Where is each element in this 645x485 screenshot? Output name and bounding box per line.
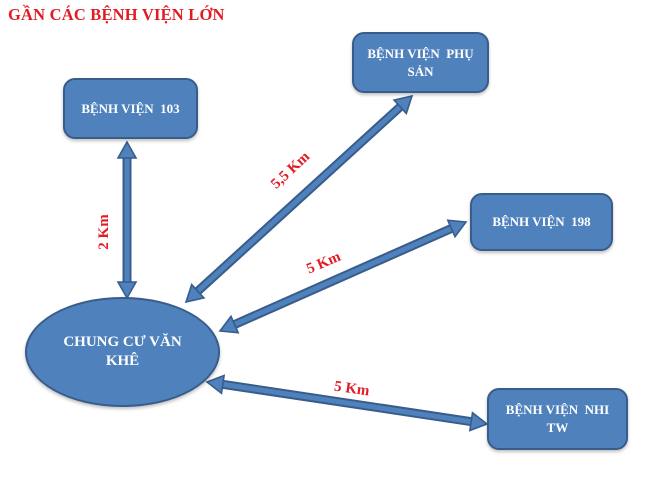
node-benh-vien-nhi-tw: BỆNH VIỆN NHI TW <box>487 388 628 450</box>
node-benh-vien-103: BỆNH VIỆN 103 <box>63 78 198 139</box>
arrow-198 <box>218 219 468 334</box>
node-label: BỆNH VIỆN PHỤ SẢN <box>367 45 474 79</box>
node-benh-vien-198: BỆNH VIỆN 198 <box>470 193 613 251</box>
distance-label-103: 2 Km <box>96 214 112 250</box>
node-benh-vien-phu-san: BỆNH VIỆN PHỤ SẢN <box>352 32 489 93</box>
node-label: BỆNH VIỆN 198 <box>492 214 591 230</box>
node-chung-cu-van-khe: CHUNG CƯ VĂN KHÊ <box>25 297 220 407</box>
page-title: GẦN CÁC BỆNH VIỆN LỚN <box>8 5 225 24</box>
arrow-phu-san <box>184 94 414 304</box>
arrow-nhi-tw <box>205 374 489 432</box>
node-label: BỆNH VIỆN NHI TW <box>505 402 610 435</box>
node-label: BỆNH VIỆN 103 <box>81 100 180 116</box>
arrow-103 <box>116 140 138 300</box>
node-label: CHUNG CƯ VĂN KHÊ <box>63 333 182 370</box>
